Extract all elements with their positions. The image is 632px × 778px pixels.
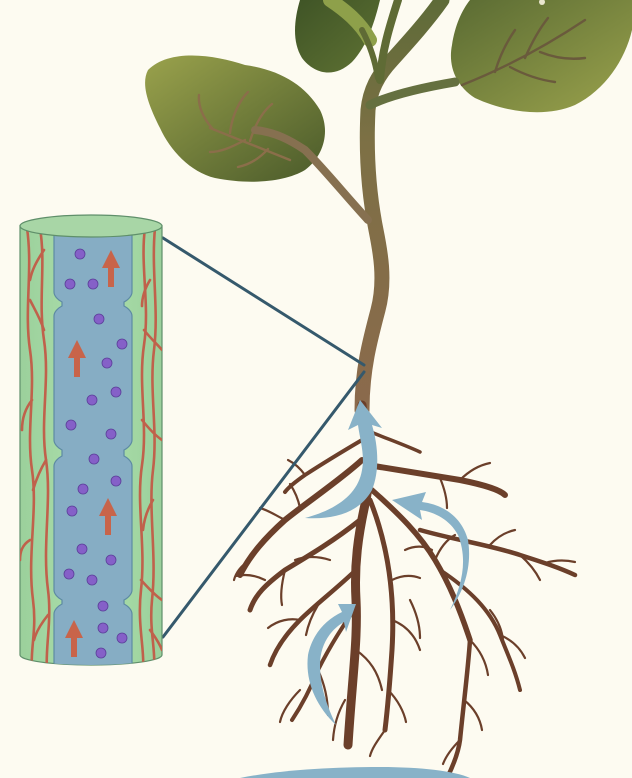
zoom-indicator-lines (163, 238, 364, 637)
stem (255, 0, 455, 410)
water-pool (240, 767, 470, 778)
cylinder-top (20, 215, 162, 237)
leaf-icon (145, 55, 325, 181)
xylem-vessel (54, 226, 132, 670)
leaf-icon (451, 0, 632, 112)
xylem-cross-section (20, 215, 162, 670)
